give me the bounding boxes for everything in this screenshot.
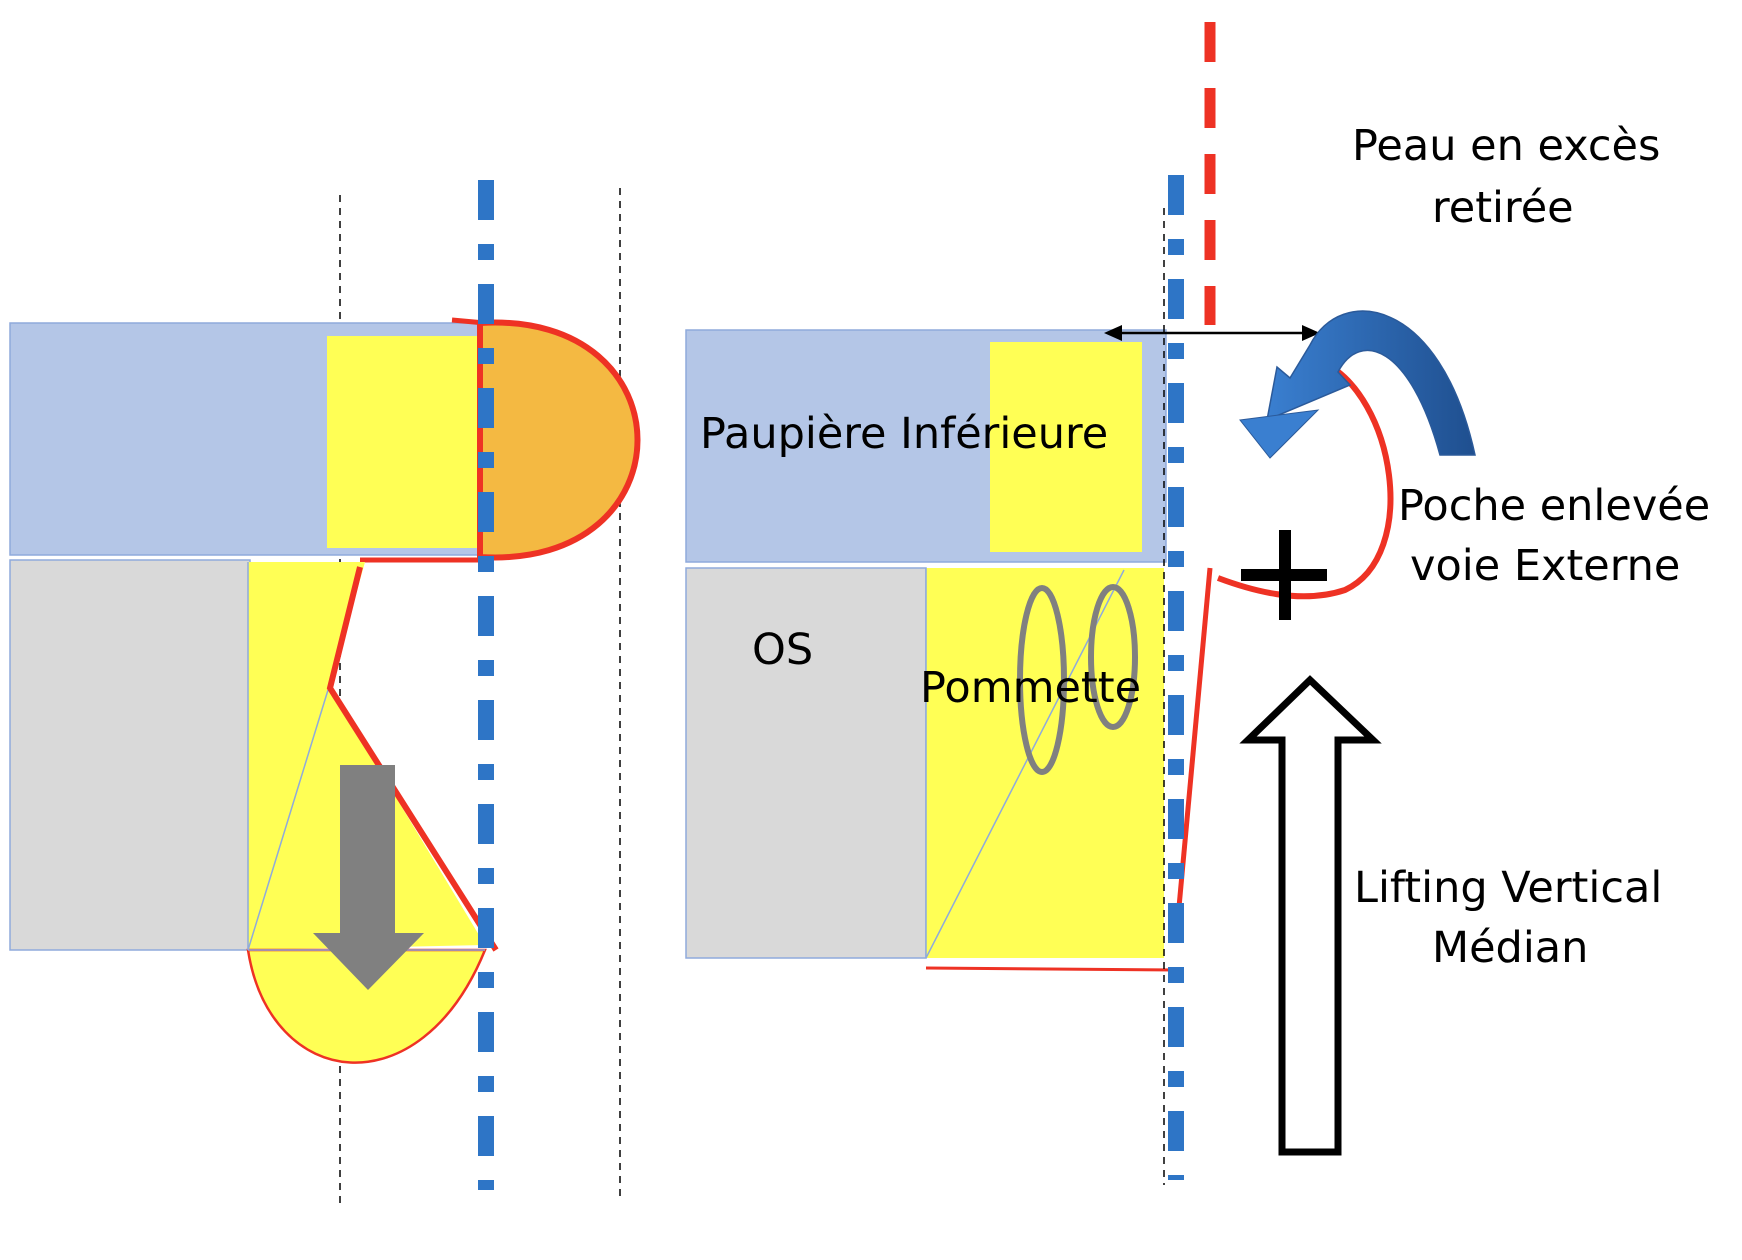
cheek-fat-ellipse-2 <box>1088 584 1138 730</box>
measure-arrowhead-left-icon <box>1104 325 1122 341</box>
label-pommette: Pommette <box>920 663 1141 713</box>
lifting-up-arrow-icon <box>1239 675 1382 1156</box>
label-lifting-line1: Lifting Vertical <box>1354 863 1662 913</box>
right-cheek-block <box>926 568 1164 958</box>
right-skin-bottom <box>925 966 1179 972</box>
right-skin-contour <box>1175 567 1213 919</box>
label-poche-line2: voie Externe <box>1410 541 1680 591</box>
label-paupiere: Paupière Inférieure <box>700 409 1108 459</box>
right-panel-after: Paupière Inférieure OS Pommette <box>685 22 1710 1185</box>
label-peau-line2: retirée <box>1432 183 1574 233</box>
plus-sign-horizontal <box>1241 569 1327 581</box>
measure-arrowhead-right-icon <box>1302 325 1320 341</box>
removed-pocket-contour <box>1216 359 1394 600</box>
label-poche-line1: Poche enlevée <box>1398 481 1710 531</box>
cheek-fat-ellipse-1 <box>1017 585 1067 775</box>
right-bone-block <box>685 567 927 959</box>
left-fat-pad <box>477 319 641 561</box>
left-bone-block <box>9 559 251 951</box>
label-os: OS <box>752 625 813 675</box>
left-cheek-fill <box>248 562 485 950</box>
left-panel-before <box>9 180 641 1205</box>
curved-arrow-icon <box>1266 310 1476 456</box>
left-skin-contour <box>326 566 499 952</box>
left-cheek-drop <box>246 948 487 1064</box>
left-cheek-diagonal <box>247 689 329 951</box>
curved-arrowhead-icon <box>1239 409 1320 459</box>
gray-down-arrow-icon <box>313 765 424 990</box>
left-eyelid-yellow <box>327 336 479 548</box>
label-peau-line1: Peau en excès <box>1352 121 1660 171</box>
label-lifting-line2: Médian <box>1432 923 1588 973</box>
right-eyelid-yellow <box>990 342 1142 552</box>
